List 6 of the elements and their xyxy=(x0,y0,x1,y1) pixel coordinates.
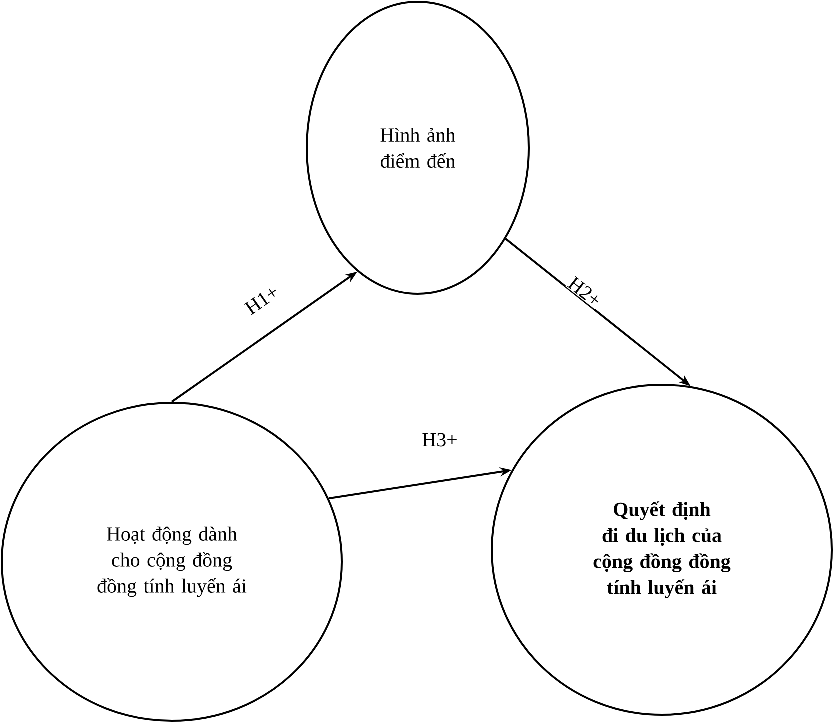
edge-label: H3+ xyxy=(421,432,459,448)
ellipse-node: Hình ảnh điểm đến xyxy=(306,1,530,295)
ellipse-node: Quyết định đi du lịch của cộng đồng đồng tính luyến ái xyxy=(491,384,833,716)
edge-label: H1+ xyxy=(242,282,282,318)
edge-label: H2+ xyxy=(565,274,605,310)
ellipse-node: Hoạt động dành cho cộng đồng đồng tính luyến ái xyxy=(1,402,343,722)
